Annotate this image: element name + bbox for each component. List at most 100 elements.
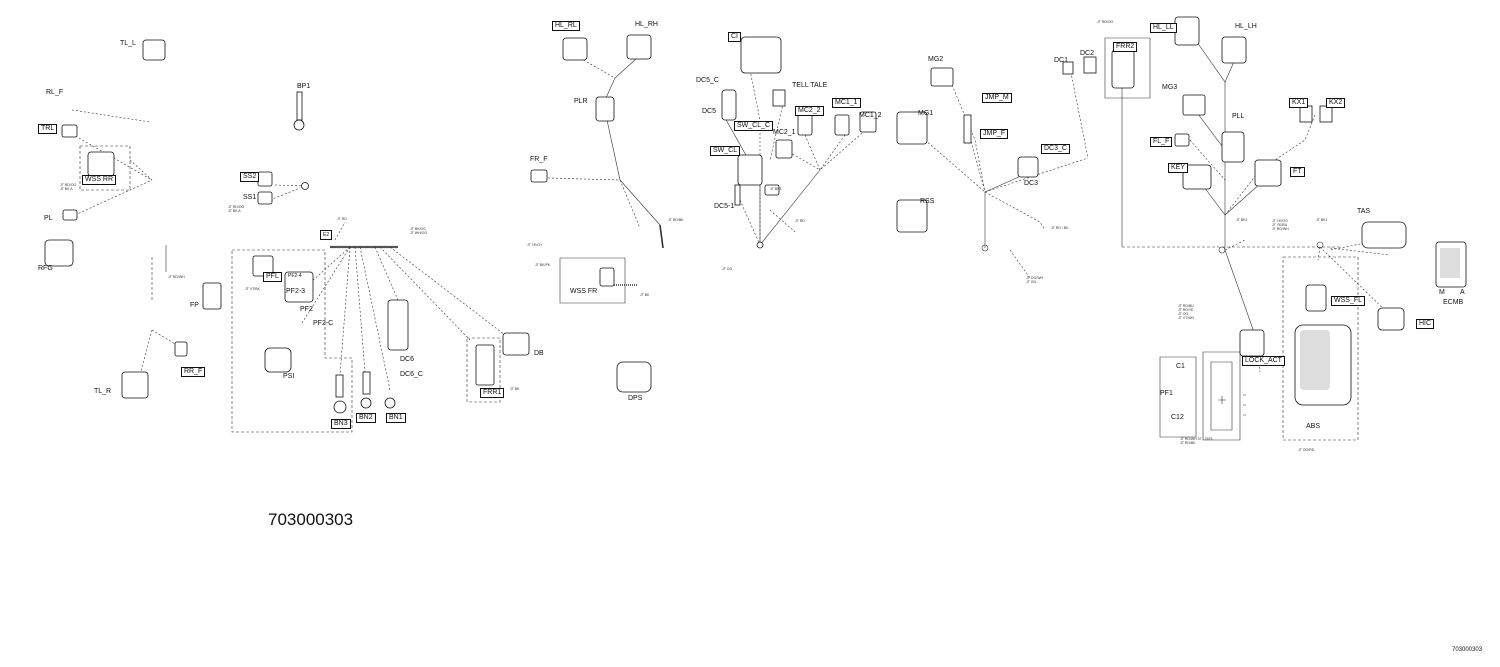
label-dc6: DC6 (400, 356, 415, 363)
label-dc1: DC1 (1054, 57, 1069, 64)
label-m: M (1439, 289, 1445, 296)
label-kx1: KX1 (1289, 98, 1309, 108)
label-hl-rl: HL_RL (552, 21, 580, 31)
note-wire-23: JT RD/OG (1097, 20, 1114, 24)
label-hic: HIC (1416, 319, 1435, 329)
label-e2: E2 (320, 230, 333, 240)
label-dc5: DC5 (702, 108, 717, 115)
label-lock-act: LOCK_ACT (1242, 356, 1285, 366)
label-mc2-2: MC2_2 (795, 106, 824, 116)
label-trl: TRL (38, 124, 58, 134)
note-wire-14: JT YE/OG JT YE/BU JT RD/WH (1272, 219, 1289, 231)
label-dc3-c: DC3_C (1041, 144, 1070, 154)
label-mc1-2: MC1_2 (859, 112, 882, 119)
label-key: KEY (1168, 163, 1189, 173)
label-wss-fl: WSS_FL (1331, 296, 1366, 306)
label-rss: RSS (920, 198, 935, 205)
note-wire-10: JT RD (795, 219, 805, 223)
label-fl-f: FL_F (1150, 137, 1173, 147)
label-kx2: KX2 (1326, 98, 1346, 108)
label-pll: PLL (1232, 113, 1245, 120)
note-wire-1: JT RD/OG JT BK A (228, 205, 245, 213)
label-abs: ABS (1306, 423, 1321, 430)
label-pfl: PFL (263, 272, 282, 282)
label-a: A (1460, 289, 1465, 296)
note-wire-7: JT BK (640, 293, 650, 297)
label-mg2: MG2 (928, 56, 944, 63)
label-bn3: BN3 (331, 419, 351, 429)
label-ss2: SS2 (240, 172, 260, 182)
label-dc3: DC3 (1024, 180, 1039, 187)
label-tl-r: TL_R (94, 388, 112, 395)
label-tell-tale: TELL TALE (792, 82, 828, 89)
note-wire-17: JT RD/WH 37 - 2675 JT RD/BK (1180, 437, 1213, 445)
label-hl-ll: HL_LL (1150, 23, 1177, 33)
note-wire-20: JT RD/OG JT BK A (60, 183, 77, 191)
label-pf2: PF2 (300, 306, 313, 313)
label-rl-f: RL_F (46, 89, 64, 96)
label-c12: C12 (1171, 414, 1184, 421)
label-frr1: FRR1 (480, 388, 505, 398)
label-db: DB (534, 350, 544, 357)
label-fr-f: FR_F (530, 156, 548, 163)
note-wire-2: JT RD (337, 217, 347, 221)
note-wire-21: JT BK (510, 387, 520, 391)
label-sw-cl-c: SW_CL_C (734, 121, 774, 131)
label-mc2-1: MC2_1 (773, 129, 796, 136)
label-bp1: BP1 (297, 83, 311, 90)
label-pf2-c: PF2-C (313, 320, 334, 327)
label-rfg: RFG (38, 265, 53, 272)
label-dc2: DC2 (1080, 50, 1095, 57)
label-pf1: PF1 (1160, 390, 1173, 397)
label-ecmb: ECMB (1443, 299, 1464, 306)
label-hl-rh: HL_RH (635, 21, 658, 28)
note-wire-22: JT OG/RD (1298, 448, 1315, 452)
label-sw-cl: SW_CL (710, 146, 741, 156)
note-wire-12: JT RD / BK (1051, 226, 1069, 230)
label-ft: FT (1290, 167, 1305, 177)
label-dps: DPS (628, 395, 643, 402)
note-wire-13: JT BK2 (1236, 218, 1248, 222)
label-tl-l: TL_L (120, 40, 136, 47)
label-pl: PL (44, 215, 53, 222)
footer-number: 703000303 (1452, 647, 1483, 653)
label-jmp-m: JMP_M (982, 93, 1012, 103)
label-fp: FP (190, 302, 199, 309)
label-dc5-1: DC5-1 (714, 203, 735, 210)
label-ci: CI (728, 32, 741, 42)
note-wire-16: JT RD/BU JT RD/YE JT OG JT VT/WH (1178, 304, 1195, 320)
label-ss1: SS1 (243, 194, 257, 201)
label-mg3: MG3 (1162, 84, 1178, 91)
label-plr: PLR (574, 98, 588, 105)
label-dc5-c: DC5_C (696, 77, 719, 84)
label-jmp-f: JMP_F (980, 129, 1009, 139)
note-wire-18: JT OG (722, 267, 733, 271)
label-pf2-3: PF2-3 (286, 288, 306, 295)
label-dc6-c: DC6_C (400, 371, 423, 378)
label-rr-f: RR_F (181, 367, 206, 377)
label-psi: PSI (283, 373, 295, 380)
label-frr2: FRR2 (1113, 42, 1138, 52)
note-wire-11: JT OG/WH JT GN (1026, 276, 1044, 284)
label-mg1: MG1 (918, 110, 934, 117)
label-pf2-4: PF2-4 (288, 273, 302, 279)
diagram-number: 703000303 (268, 510, 354, 529)
label-bn1: BN1 (386, 413, 406, 423)
label-wss-rr: WSS RR (82, 175, 116, 185)
note-wire-15: JT BK1 (1316, 218, 1328, 222)
note-wire-5: JT RD/WH (168, 275, 185, 279)
label-mc1-1: MC1_1 (832, 98, 861, 108)
note-wire-19: JT YE/GY (527, 243, 543, 247)
note-wire-4: JT VT/BK (245, 287, 260, 291)
note-wire-8: JT RD/BK (668, 218, 684, 222)
label-wss-fr: WSS FR (570, 288, 598, 295)
note-wire-6: JT BK/PK (535, 263, 551, 267)
note-wire-9: JT BK3 (770, 187, 782, 191)
label-hl-lh: HL_LH (1235, 23, 1257, 30)
label-c1: C1 (1176, 363, 1185, 370)
label-tas: TAS (1357, 208, 1371, 215)
note-wire-3: JT BK/OG JT WH/OG (410, 227, 428, 235)
label-bn2: BN2 (356, 413, 376, 423)
